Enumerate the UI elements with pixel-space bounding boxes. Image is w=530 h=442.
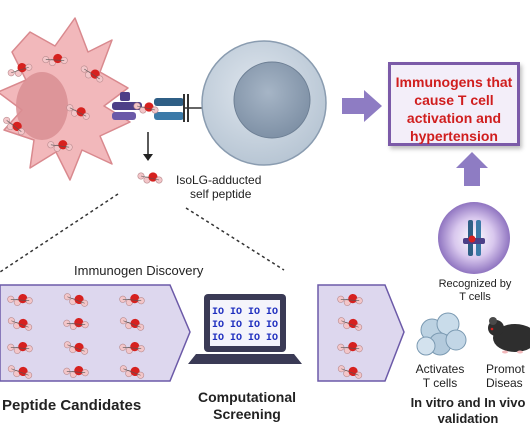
activates-label-line-2: T cells [422, 376, 458, 390]
immunogens-line-1: Immunogens that [395, 74, 513, 90]
promotes-label-line-1: Promot [486, 362, 525, 376]
mhc-tcr-complex [112, 92, 204, 122]
immunogens-line-2: cause T cell [414, 92, 494, 108]
peptide-candidates-label: Peptide Candidates [2, 397, 142, 414]
recognition-glow [438, 202, 510, 274]
isolg-peptide-icon [137, 171, 163, 184]
t-cell [201, 40, 327, 166]
recognized-label-line-2: T cells [459, 291, 491, 303]
code-line-2: IO IO IO IO [212, 320, 278, 331]
validation-label: In vitro and In vivo validation [406, 395, 530, 427]
arrow-to-immunogens [342, 90, 382, 122]
recognized-label-line-1: Recognized by [438, 278, 512, 290]
down-arrow [143, 132, 153, 161]
isolg-label-line-2: self peptide [190, 187, 252, 201]
computational-label: Computational Screening [196, 389, 298, 423]
activates-label: Activates T cells [408, 362, 472, 390]
laptop-icon: IO IO IO IO IO IO IO IO IO IO IO IO [188, 294, 302, 364]
validation-label-line-1: In vitro and In vivo [410, 395, 526, 410]
recognized-label: Recognized by T cells [430, 278, 520, 304]
discovery-label: Immunogen Discovery [74, 263, 204, 278]
zoom-line-right [185, 207, 285, 271]
immunogens-line-4: hypertension [410, 128, 498, 144]
immunogens-box: Immunogens that cause T cell activation … [388, 62, 520, 146]
code-line-1: IO IO IO IO [212, 307, 278, 318]
code-line-3: IO IO IO IO [212, 333, 278, 344]
activates-label-line-1: Activates [415, 362, 465, 376]
mouse-icon [488, 317, 530, 354]
promotes-label: Promot Diseas [486, 362, 525, 390]
computational-label-line-1: Computational [198, 389, 296, 405]
selected-peptides-panel [317, 284, 405, 382]
peptide-candidates-panel [0, 284, 191, 382]
computational-label-line-2: Screening [213, 406, 281, 422]
immunogens-line-3: activation and [406, 110, 502, 126]
isolg-label-line-1: IsoLG-adducted [176, 173, 262, 187]
promotes-label-line-2: Diseas [486, 376, 523, 390]
isolg-label: IsoLG-adducted self peptide [176, 173, 261, 201]
immunogens-text: Immunogens that cause T cell activation … [391, 73, 517, 145]
validation-label-line-2: validation [437, 411, 499, 426]
activated-t-cells-icon [416, 312, 467, 356]
arrow-up-to-immunogens [456, 152, 488, 186]
dendritic-cell [0, 17, 131, 181]
zoom-line-left [0, 193, 119, 273]
